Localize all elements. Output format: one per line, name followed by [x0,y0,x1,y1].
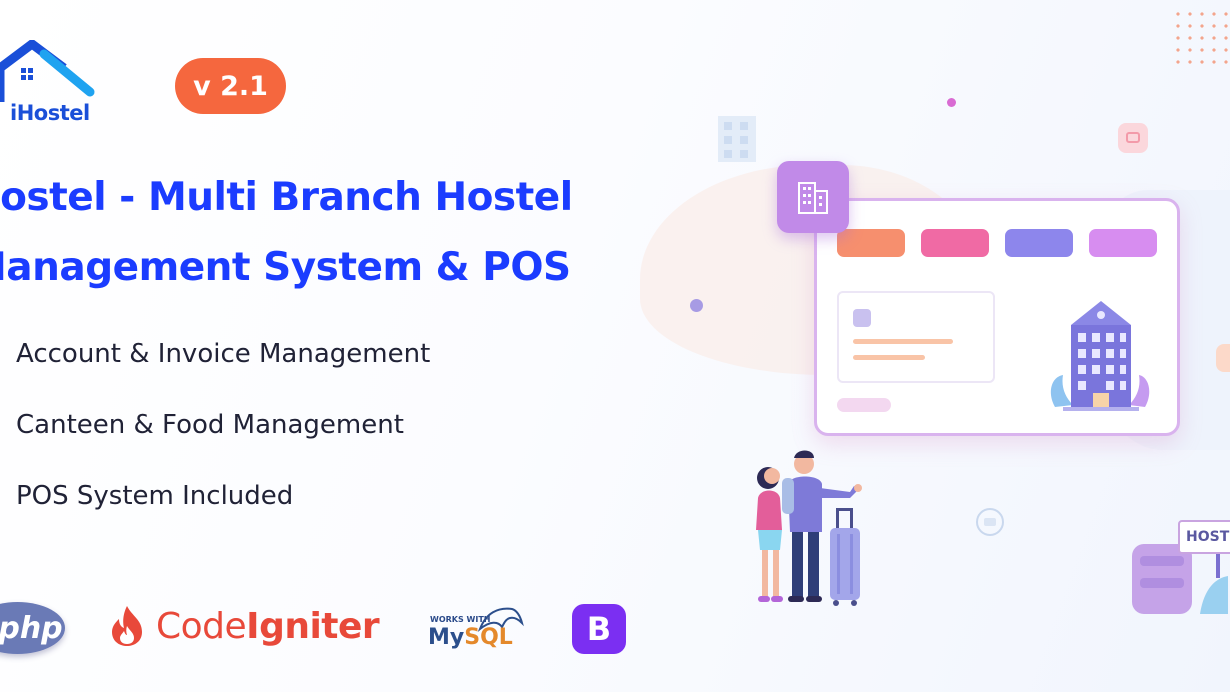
codeigniter-suffix: Igniter [246,605,380,647]
title-line-2: Management System & POS [0,245,571,290]
mysql-works-with: WORKS WITH [430,615,491,624]
flame-icon [112,606,142,646]
luggage-illustration [1132,538,1228,614]
dashboard-window [814,198,1180,436]
window-tab [1005,229,1073,257]
chat-circle-icon [976,508,1004,536]
window-tab [1089,229,1157,257]
window-tab [837,229,905,257]
house-icon [0,39,95,102]
hostel-sign: HOSTE [1178,520,1230,554]
feature-list: Account & Invoice Management Canteen & F… [16,333,430,546]
building-icon [798,182,828,214]
php-logo: php [0,602,65,654]
city-badge [777,161,849,233]
page-title: Hostel - Multi Branch Hostel Management … [0,163,573,303]
brand-logo: iHostel [0,39,122,130]
feature-item: POS System Included [16,481,294,511]
mysql-text: MySQL [428,625,513,650]
mysql-my: My [428,625,465,650]
php-logo-text: php [0,610,63,646]
bootstrap-logo: B [572,604,626,654]
travelers-illustration [756,450,862,606]
side-bubble-icon [1216,344,1230,372]
codeigniter-logo: CodeIgniter [108,604,380,648]
mysql-sql: SQL [464,625,513,650]
brand-name: iHostel [10,101,90,125]
title-line-1: Hostel - Multi Branch Hostel [0,175,573,220]
version-badge: v 2.1 [175,58,286,114]
chat-bubble-icon [1118,123,1148,153]
decorative-dot [947,98,956,107]
inner-card [837,291,995,383]
window-tab [921,229,989,257]
dolphin-icon [477,607,524,633]
decorative-dot-grid [1172,8,1228,68]
window-pill [837,398,891,412]
faded-building-icon [718,116,756,162]
codeigniter-prefix: Code [156,605,247,647]
mysql-logo: WORKS WITH MySQL [428,603,528,653]
codeigniter-text: CodeIgniter [156,605,380,647]
decorative-dot [690,299,703,312]
hostel-building-icon [1050,301,1150,411]
feature-item: Account & Invoice Management [16,339,431,369]
feature-item: Canteen & Food Management [16,410,404,440]
